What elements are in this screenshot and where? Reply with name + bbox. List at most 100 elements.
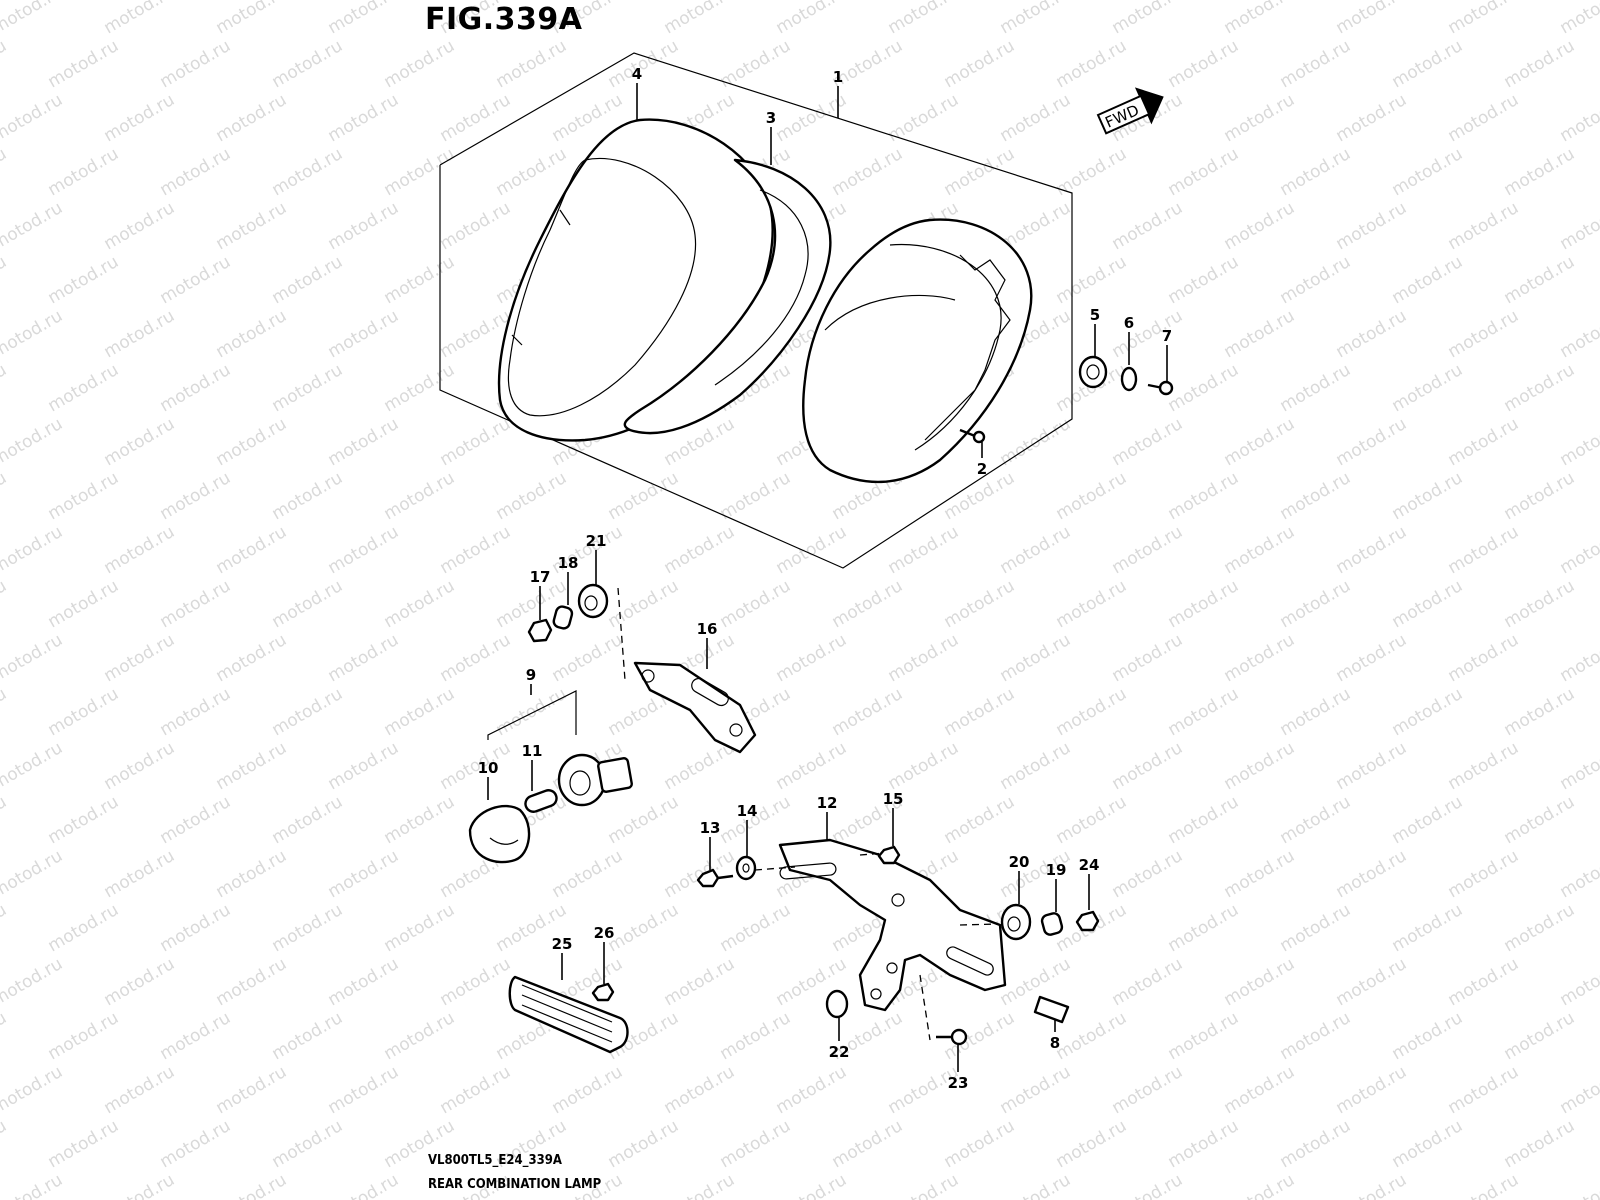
watermark-text: motod.ru xyxy=(1557,630,1600,686)
watermark-text: motod.ru xyxy=(829,1116,907,1172)
watermark-text: motod.ru xyxy=(1445,954,1523,1010)
watermark-text: motod.ru xyxy=(1221,954,1299,1010)
watermark-text: motod.ru xyxy=(661,1170,739,1200)
model-code: VL800TL5_E24_339A xyxy=(428,1153,562,1168)
watermark-text: motod.ru xyxy=(437,630,515,686)
watermark-text: motod.ru xyxy=(213,630,291,686)
watermark-text: motod.ru xyxy=(1109,846,1187,902)
watermark-text: motod.ru xyxy=(773,630,851,686)
watermark-text: motod.ru xyxy=(1501,792,1579,848)
watermark-text: motod.ru xyxy=(0,360,10,416)
watermark-text: motod.ru xyxy=(1277,1008,1355,1064)
watermark-text: motod.ru xyxy=(325,522,403,578)
watermark-text: motod.ru xyxy=(493,36,571,92)
watermark-text: motod.ru xyxy=(773,1170,851,1200)
watermark-text: motod.ru xyxy=(1333,90,1411,146)
callout-19: 19 xyxy=(1046,861,1067,879)
watermark-text: motod.ru xyxy=(0,954,66,1010)
watermark-text: motod.ru xyxy=(157,144,235,200)
watermark-text: motod.ru xyxy=(1277,360,1355,416)
watermark-text: motod.ru xyxy=(213,738,291,794)
watermark-text: motod.ru xyxy=(1277,684,1355,740)
watermark-text: motod.ru xyxy=(717,900,795,956)
watermark-text: motod.ru xyxy=(213,1062,291,1118)
watermark-text: motod.ru xyxy=(493,144,571,200)
watermark-text: motod.ru xyxy=(45,900,123,956)
callout-15: 15 xyxy=(883,790,904,808)
watermark-text: motod.ru xyxy=(1389,36,1467,92)
callout-13: 13 xyxy=(700,819,721,837)
watermark-text: motod.ru xyxy=(381,576,459,632)
watermark-text: motod.ru xyxy=(717,1008,795,1064)
watermark-text: motod.ru xyxy=(605,792,683,848)
watermark-text: motod.ru xyxy=(1277,1116,1355,1172)
watermark-text: motod.ru xyxy=(325,1062,403,1118)
watermark-text: motod.ru xyxy=(1389,684,1467,740)
watermark-text: motod.ru xyxy=(1109,306,1187,362)
watermark-text: motod.ru xyxy=(325,954,403,1010)
watermark-text: motod.ru xyxy=(997,954,1075,1010)
watermark-text: motod.ru xyxy=(45,576,123,632)
watermark-text: motod.ru xyxy=(1221,846,1299,902)
callout-18: 18 xyxy=(558,554,579,572)
watermark-text: motod.ru xyxy=(437,738,515,794)
watermark-text: motod.ru xyxy=(101,846,179,902)
watermark-text: motod.ru xyxy=(717,576,795,632)
watermark-text: motod.ru xyxy=(157,252,235,308)
watermark-text: motod.ru xyxy=(269,252,347,308)
bracket-part-16 xyxy=(633,661,757,754)
watermark-text: motod.ru xyxy=(549,630,627,686)
watermark-text: motod.ru xyxy=(437,954,515,1010)
watermark-text: motod.ru xyxy=(885,1170,963,1200)
watermark-text: motod.ru xyxy=(885,0,963,38)
callout-9: 9 xyxy=(526,666,536,684)
callout-26: 26 xyxy=(594,924,615,942)
watermark-text: motod.ru xyxy=(381,360,459,416)
watermark-text: motod.ru xyxy=(1557,414,1600,470)
watermark-text: motod.ru xyxy=(941,576,1019,632)
watermark-text: motod.ru xyxy=(0,846,66,902)
watermark-text: motod.ru xyxy=(1221,0,1299,38)
watermark-text: motod.ru xyxy=(45,1116,123,1172)
watermark-text: motod.ru xyxy=(1445,0,1523,38)
watermark-text: motod.ru xyxy=(1221,738,1299,794)
watermark-text: motod.ru xyxy=(1053,468,1131,524)
watermark-text: motod.ru xyxy=(1445,306,1523,362)
watermark-text: motod.ru xyxy=(325,738,403,794)
watermark-text: motod.ru xyxy=(1389,792,1467,848)
watermark-text: motod.ru xyxy=(1165,144,1243,200)
watermark-text: motod.ru xyxy=(1221,522,1299,578)
watermark-text: motod.ru xyxy=(1277,252,1355,308)
watermark-text: motod.ru xyxy=(381,468,459,524)
watermark-text: motod.ru xyxy=(1109,0,1187,38)
watermark-text: motod.ru xyxy=(1277,900,1355,956)
watermark-text: motod.ru xyxy=(1501,576,1579,632)
washer-part-14 xyxy=(735,855,757,881)
watermark-text: motod.ru xyxy=(1333,738,1411,794)
watermark-text: motod.ru xyxy=(269,900,347,956)
watermark-text: motod.ru xyxy=(1445,90,1523,146)
watermark-text: motod.ru xyxy=(1501,900,1579,956)
watermark-text: motod.ru xyxy=(549,846,627,902)
watermark-text: motod.ru xyxy=(101,954,179,1010)
watermark-text: motod.ru xyxy=(0,36,10,92)
watermark-text: motod.ru xyxy=(1333,630,1411,686)
watermark-text: motod.ru xyxy=(661,954,739,1010)
watermark-text: motod.ru xyxy=(45,360,123,416)
watermark-text: motod.ru xyxy=(1445,414,1523,470)
watermark-text: motod.ru xyxy=(1165,684,1243,740)
watermark-text: motod.ru xyxy=(1277,36,1355,92)
watermark-text: motod.ru xyxy=(381,792,459,848)
watermark-text: motod.ru xyxy=(213,414,291,470)
watermark-text: motod.ru xyxy=(605,1116,683,1172)
watermark-text: motod.ru xyxy=(325,90,403,146)
watermark-text: motod.ru xyxy=(381,252,459,308)
watermark-text: motod.ru xyxy=(381,684,459,740)
watermark-text: motod.ru xyxy=(381,1008,459,1064)
watermark-text: motod.ru xyxy=(45,468,123,524)
callout-6: 6 xyxy=(1124,314,1134,332)
watermark-text: motod.ru xyxy=(101,414,179,470)
watermark-text: motod.ru xyxy=(437,1062,515,1118)
watermark-text: motod.ru xyxy=(0,900,10,956)
